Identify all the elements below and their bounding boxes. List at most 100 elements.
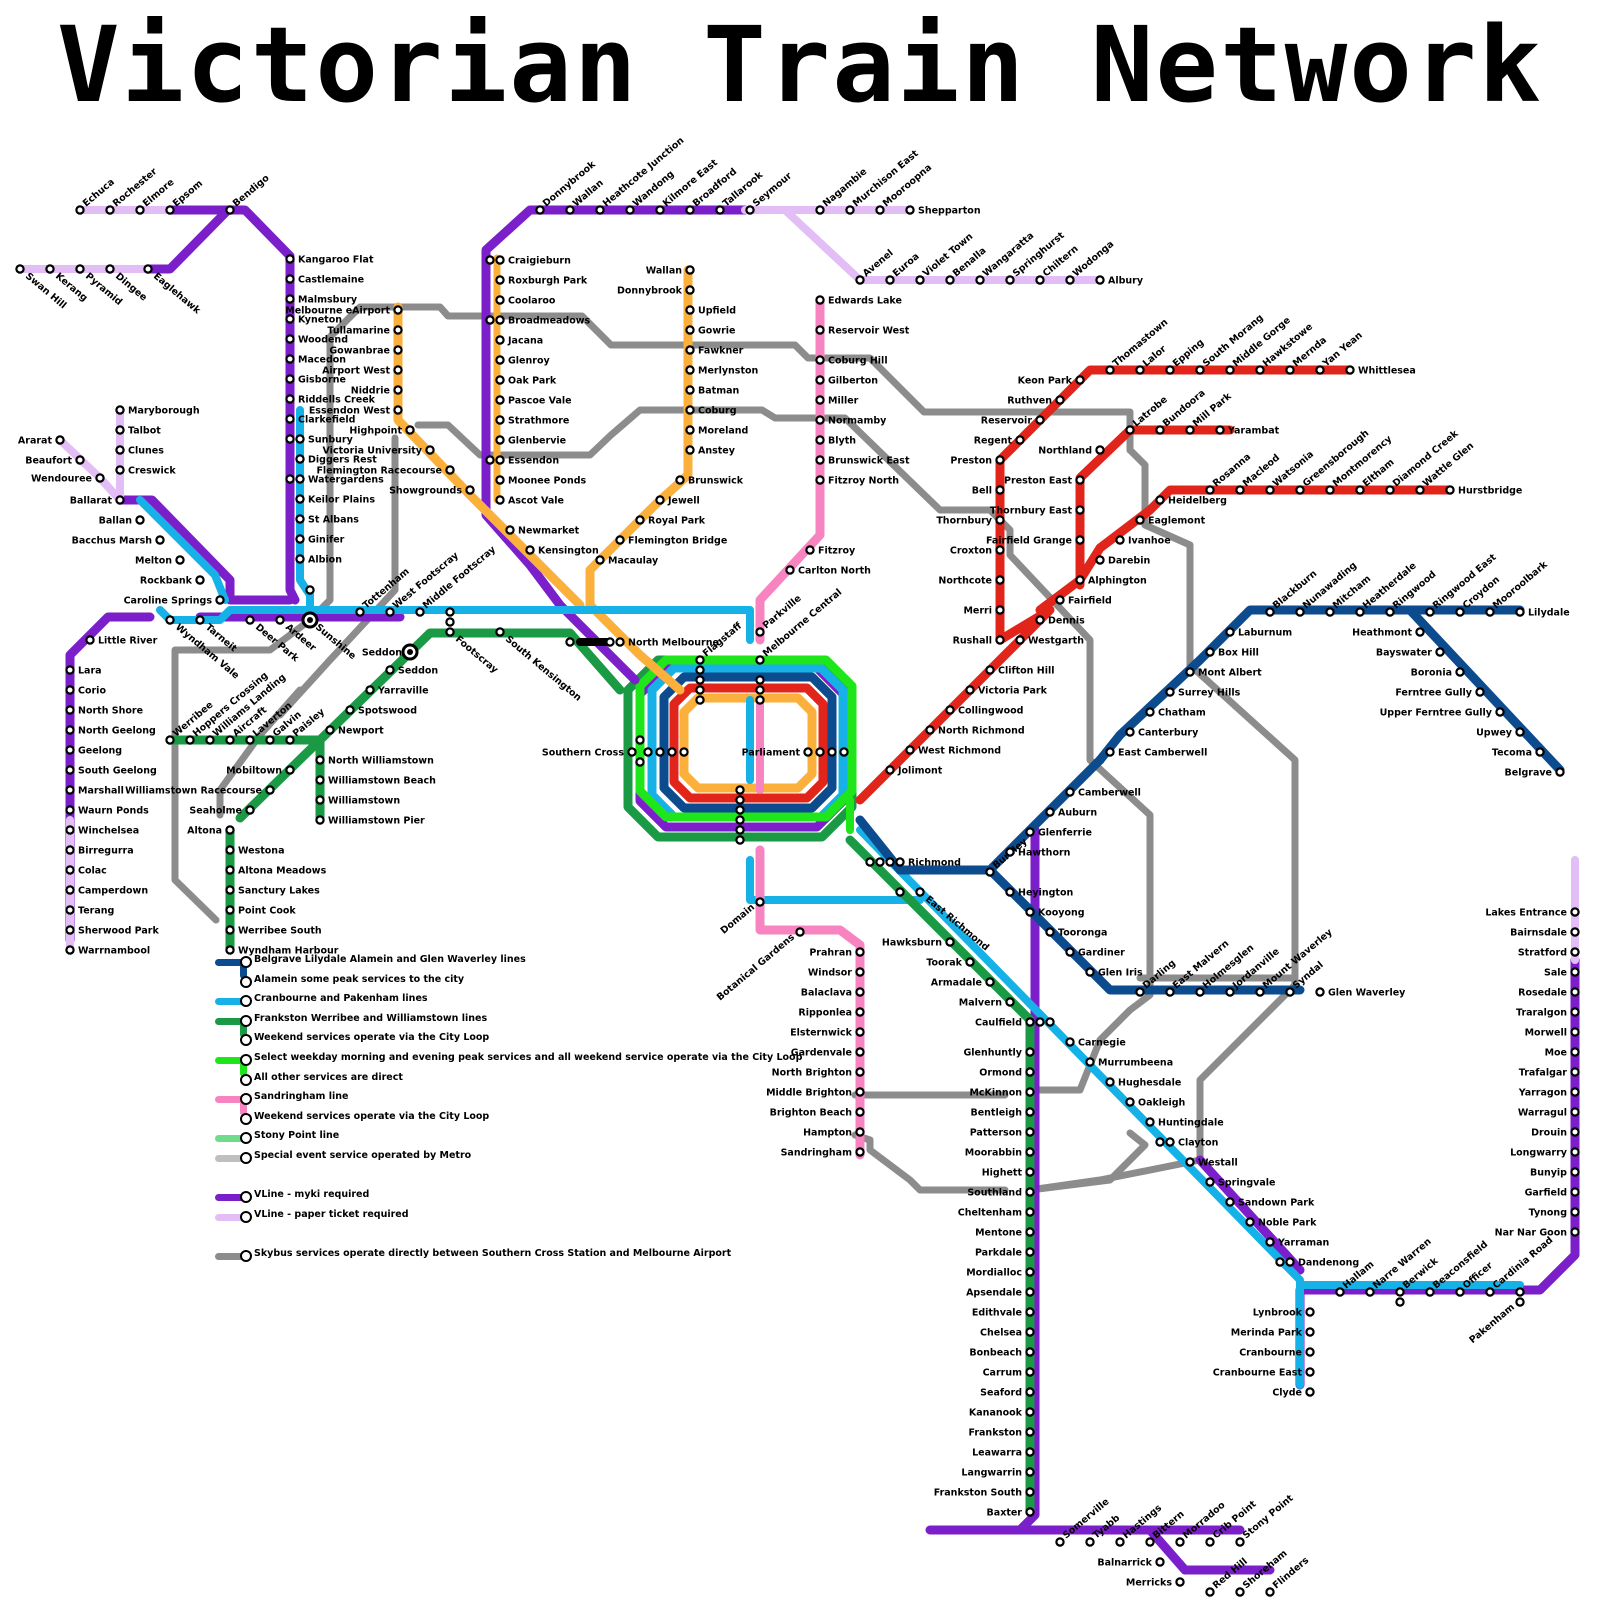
station-dot-fl-2[interactable] bbox=[736, 806, 743, 813]
station-dot-southern_cross[interactable] bbox=[628, 748, 635, 755]
station-dot-stony_point[interactable] bbox=[1236, 1538, 1243, 1545]
station-dot-heathcote_junction[interactable] bbox=[596, 206, 603, 213]
station-dot-colac[interactable] bbox=[66, 866, 73, 873]
station-dot-reservoir_west[interactable] bbox=[816, 326, 823, 333]
station-dot-niddrie[interactable] bbox=[394, 386, 401, 393]
station-dot-balnarrick[interactable] bbox=[1156, 1558, 1163, 1565]
station-dot-windsor[interactable] bbox=[856, 968, 863, 975]
station-dot-terang[interactable] bbox=[66, 906, 73, 913]
station-dot-domain[interactable] bbox=[756, 898, 763, 905]
station-dot-aspendale[interactable] bbox=[1026, 1288, 1033, 1295]
station-dot-darling[interactable] bbox=[1136, 988, 1143, 995]
station-dot-normamby[interactable] bbox=[816, 416, 823, 423]
station-dot-cranbourne_east[interactable] bbox=[1306, 1368, 1313, 1375]
station-dot-west_richmond[interactable] bbox=[906, 746, 913, 753]
station-dot-jewell[interactable] bbox=[656, 496, 663, 503]
station-dot-epping[interactable] bbox=[1166, 366, 1173, 373]
station-dot-mc-1[interactable] bbox=[756, 686, 763, 693]
station-dot-miller[interactable] bbox=[816, 396, 823, 403]
station-dot-laverton[interactable] bbox=[246, 736, 253, 743]
station-dot-melbourne_airport[interactable] bbox=[394, 306, 401, 313]
station-dot-batman[interactable] bbox=[686, 386, 693, 393]
station-dot-dennis[interactable] bbox=[1036, 616, 1043, 623]
station-dot-parkdale[interactable] bbox=[1026, 1248, 1033, 1255]
station-dot-sc-b[interactable] bbox=[636, 758, 643, 765]
station-dot-ivanhoe[interactable] bbox=[1116, 536, 1123, 543]
station-dot-stratford[interactable] bbox=[1571, 948, 1578, 955]
station-dot-lilydale[interactable] bbox=[1516, 608, 1523, 615]
station-dot-flemington_bridge[interactable] bbox=[616, 536, 623, 543]
station-dot-collingwood[interactable] bbox=[946, 706, 953, 713]
station-dot-watergardens[interactable] bbox=[296, 475, 303, 482]
station-dot-er-a[interactable] bbox=[896, 888, 903, 895]
station-dot-fs-2[interactable] bbox=[696, 686, 703, 693]
station-dot-sale[interactable] bbox=[1571, 968, 1578, 975]
station-dot-jolimont[interactable] bbox=[886, 766, 893, 773]
station-dot-dandenong[interactable] bbox=[1286, 1258, 1293, 1265]
station-dot-glenhuntly[interactable] bbox=[1026, 1048, 1033, 1055]
station-dot-glen_waverley[interactable] bbox=[1316, 988, 1323, 995]
station-dot-middle_footscray[interactable] bbox=[416, 608, 423, 615]
station-dot-nm-a[interactable] bbox=[566, 638, 573, 645]
station-dot-northland[interactable] bbox=[1096, 446, 1103, 453]
station-dot-patterson[interactable] bbox=[1026, 1128, 1033, 1135]
station-dot-yarragon[interactable] bbox=[1571, 1088, 1578, 1095]
station-dot-keilor_plains[interactable] bbox=[296, 495, 303, 502]
station-dot-tallarook[interactable] bbox=[716, 206, 723, 213]
station-dot-northcote[interactable] bbox=[996, 576, 1003, 583]
station-dot-merricks[interactable] bbox=[1176, 1578, 1183, 1585]
station-dot-fitzroy_north[interactable] bbox=[816, 476, 823, 483]
station-dot-north_melbourne[interactable] bbox=[616, 638, 623, 645]
station-dot-hallam[interactable] bbox=[1336, 1288, 1343, 1295]
station-dot-ripponlea[interactable] bbox=[856, 1008, 863, 1015]
station-dot-wattle_glen[interactable] bbox=[1416, 486, 1423, 493]
station-dot-mill_park[interactable] bbox=[1186, 426, 1193, 433]
station-dot-brunswick_east[interactable] bbox=[816, 456, 823, 463]
station-dot-ri-1[interactable] bbox=[876, 858, 883, 865]
station-dot-ringwood[interactable] bbox=[1386, 608, 1393, 615]
station-dot-nunawading[interactable] bbox=[1296, 608, 1303, 615]
station-dot-point_cook[interactable] bbox=[226, 906, 233, 913]
station-dot-merinda_park[interactable] bbox=[1306, 1328, 1313, 1335]
station-dot-euroa[interactable] bbox=[886, 276, 893, 283]
station-dot-shepparton[interactable] bbox=[906, 206, 913, 213]
station-dot-preston[interactable] bbox=[996, 456, 1003, 463]
station-dot-mooroopna[interactable] bbox=[876, 206, 883, 213]
station-dot-altona[interactable] bbox=[226, 826, 233, 833]
station-dot-south_geelong[interactable] bbox=[66, 766, 73, 773]
station-dot-nagambie[interactable] bbox=[816, 206, 823, 213]
station-dot-essendon-b[interactable] bbox=[486, 456, 493, 463]
station-dot-royal_park[interactable] bbox=[636, 516, 643, 523]
station-dot-fl-1[interactable] bbox=[736, 796, 743, 803]
station-dot-baxter[interactable] bbox=[1026, 1508, 1033, 1515]
station-dot-coburg_hill[interactable] bbox=[816, 356, 823, 363]
station-dot-seddon_b[interactable] bbox=[386, 666, 393, 673]
station-dot-merlynston[interactable] bbox=[686, 366, 693, 373]
station-dot-whittlesea[interactable] bbox=[1346, 366, 1353, 373]
station-dot-crib_point[interactable] bbox=[1206, 1538, 1213, 1545]
station-dot-officer[interactable] bbox=[1456, 1288, 1463, 1295]
station-dot-mobiltown[interactable] bbox=[286, 766, 293, 773]
station-dot-ringwood_east[interactable] bbox=[1426, 608, 1433, 615]
station-dot-sc-t[interactable] bbox=[636, 736, 643, 743]
station-dot-frankston_south[interactable] bbox=[1026, 1488, 1033, 1495]
station-dot-werribee[interactable] bbox=[166, 736, 173, 743]
station-dot-ballarat[interactable] bbox=[116, 496, 123, 503]
station-dot-paisley[interactable] bbox=[286, 736, 293, 743]
station-dot-castlemaine[interactable] bbox=[286, 275, 293, 282]
station-dot-moe[interactable] bbox=[1571, 1048, 1578, 1055]
station-dot-alphington[interactable] bbox=[1076, 576, 1083, 583]
station-dot-footscray-a[interactable] bbox=[446, 608, 453, 615]
station-dot-rochester[interactable] bbox=[106, 206, 113, 213]
station-dot-wodonga[interactable] bbox=[1066, 276, 1073, 283]
station-dot-fl-0[interactable] bbox=[736, 786, 743, 793]
station-dot-showgrounds[interactable] bbox=[466, 486, 473, 493]
station-dot-bentleigh[interactable] bbox=[1026, 1108, 1033, 1115]
station-dot-eaglemont[interactable] bbox=[1136, 516, 1143, 523]
station-dot-warragul[interactable] bbox=[1571, 1108, 1578, 1115]
station-dot-wallan_u[interactable] bbox=[686, 266, 693, 273]
station-dot-cl-b[interactable] bbox=[1156, 1138, 1163, 1145]
station-dot-maryborough[interactable] bbox=[116, 406, 123, 413]
station-dot-victoria_park[interactable] bbox=[966, 686, 973, 693]
station-dot-watsonia[interactable] bbox=[1266, 486, 1273, 493]
